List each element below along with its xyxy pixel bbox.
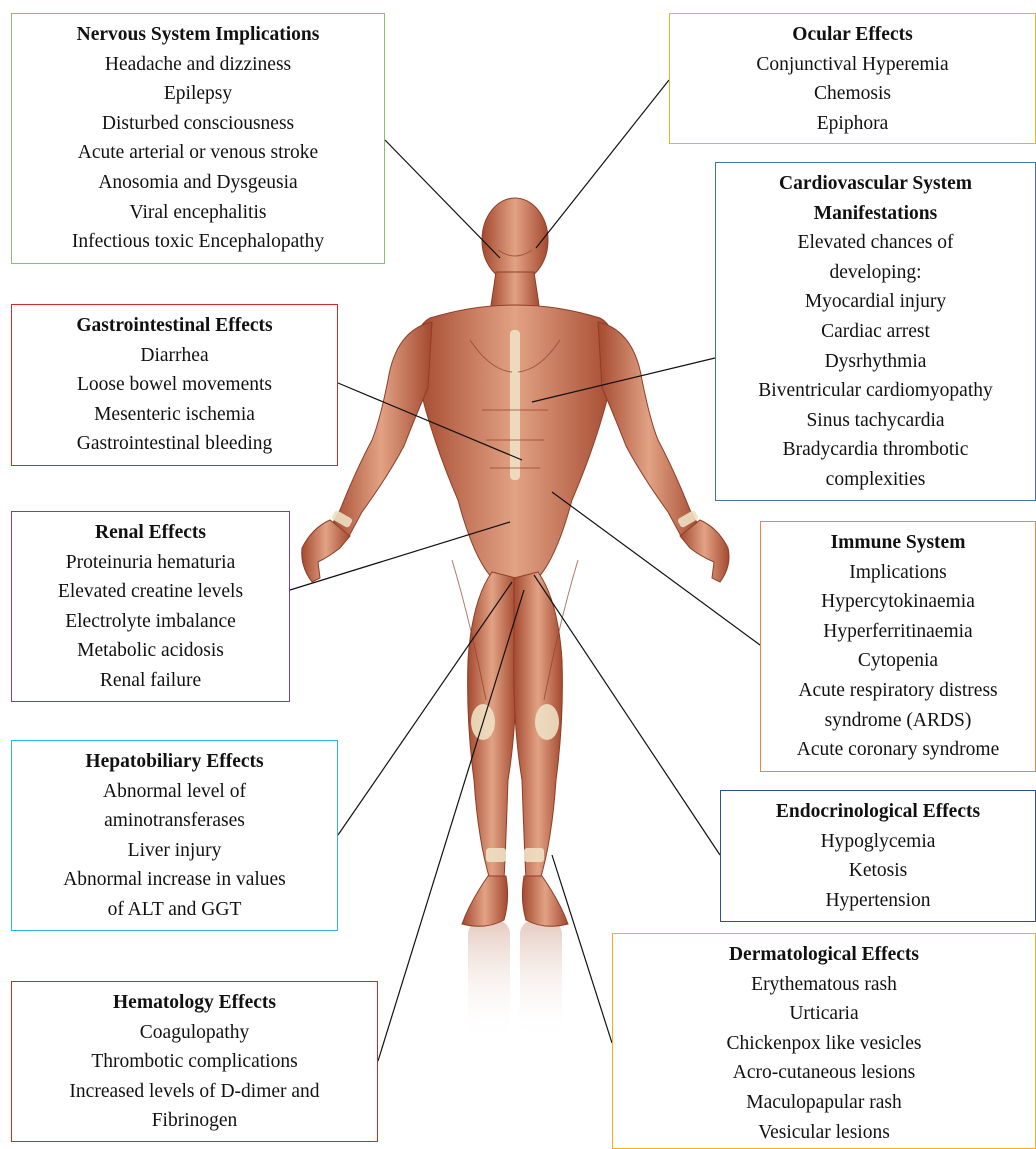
box-item: Acute respiratory distress (761, 676, 1035, 706)
box-title: Ocular Effects (670, 20, 1035, 50)
box-item: Ketosis (721, 856, 1035, 886)
box-item: Chemosis (670, 79, 1035, 109)
box-item: Metabolic acidosis (12, 636, 289, 666)
box-item: Abnormal level of (12, 777, 337, 807)
box-item: aminotransferases (12, 806, 337, 836)
box-item: Elevated creatine levels (12, 577, 289, 607)
box-item: Acute coronary syndrome (761, 735, 1035, 765)
box-item: Acute arterial or venous stroke (12, 138, 384, 168)
box-item: Hyperferritinaemia (761, 617, 1035, 647)
box-item: Hypoglycemia (721, 827, 1035, 857)
leader-line-derm (552, 855, 612, 1043)
box-item: Hypercytokinaemia (761, 587, 1035, 617)
box-item: Vesicular lesions (613, 1118, 1035, 1148)
box-item: Conjunctival Hyperemia (670, 50, 1035, 80)
leader-line-gastro (338, 383, 522, 460)
box-item: Bradycardia thrombotic (716, 435, 1035, 465)
box-item: Implications (761, 558, 1035, 588)
box-item: Urticaria (613, 999, 1035, 1029)
box-item: Thrombotic complications (12, 1047, 377, 1077)
box-item: Biventricular cardiomyopathy (716, 376, 1035, 406)
leader-line-immune (552, 492, 760, 645)
box-item: Loose bowel movements (12, 370, 337, 400)
leader-line-renal (290, 522, 510, 590)
box-item: Anosomia and Dysgeusia (12, 168, 384, 198)
box-title: Gastrointestinal Effects (12, 311, 337, 341)
box-title: Immune System (761, 528, 1035, 558)
leader-line-hepato (338, 582, 512, 835)
box-item: Liver injury (12, 836, 337, 866)
box-item: Cytopenia (761, 646, 1035, 676)
box-item: Cardiac arrest (716, 317, 1035, 347)
box-item: Viral encephalitis (12, 198, 384, 228)
box-item: syndrome (ARDS) (761, 706, 1035, 736)
box-item: Increased levels of D-dimer and (12, 1077, 377, 1107)
box-item: Erythematous rash (613, 970, 1035, 1000)
box-item: Acro-cutaneous lesions (613, 1058, 1035, 1088)
box-item: Fibrinogen (12, 1106, 377, 1136)
box-title: Hematology Effects (12, 988, 377, 1018)
box-title: Hepatobiliary Effects (12, 747, 337, 777)
leader-line-endocrine (534, 575, 720, 855)
box-item: developing: (716, 258, 1035, 288)
box-item: Abnormal increase in values (12, 865, 337, 895)
box-item: Diarrhea (12, 341, 337, 371)
box-item: Infectious toxic Encephalopathy (12, 227, 384, 257)
box-item: Hypertension (721, 886, 1035, 916)
box-item: Dysrhythmia (716, 347, 1035, 377)
box-item: Coagulopathy (12, 1018, 377, 1048)
box-item: Proteinuria hematuria (12, 548, 289, 578)
box-item: Chickenpox like vesicles (613, 1029, 1035, 1059)
box-item: Renal failure (12, 666, 289, 696)
box-title: Endocrinological Effects (721, 797, 1035, 827)
box-title-line2: Manifestations (716, 199, 1035, 229)
box-item: Maculopapular rash (613, 1088, 1035, 1118)
box-item: Elevated chances of (716, 228, 1035, 258)
leader-line-ocular (536, 80, 669, 248)
leader-line-hemato (378, 590, 524, 1061)
box-item: of ALT and GGT (12, 895, 337, 925)
box-item: Disturbed consciousness (12, 109, 384, 139)
box-title: Cardiovascular System (716, 169, 1035, 199)
box-title: Nervous System Implications (12, 20, 384, 50)
box-item: Gastrointestinal bleeding (12, 429, 337, 459)
box-title: Renal Effects (12, 518, 289, 548)
leader-line-cardio (532, 358, 715, 402)
box-item: Sinus tachycardia (716, 406, 1035, 436)
box-item: Headache and dizziness (12, 50, 384, 80)
leader-line-nervous (385, 140, 500, 258)
box-item: Epiphora (670, 109, 1035, 139)
box-title: Dermatological Effects (613, 940, 1035, 970)
box-item: complexities (716, 465, 1035, 495)
box-item: Epilepsy (12, 79, 384, 109)
box-item: Myocardial injury (716, 287, 1035, 317)
box-item: Electrolyte imbalance (12, 607, 289, 637)
box-item: Mesenteric ischemia (12, 400, 337, 430)
